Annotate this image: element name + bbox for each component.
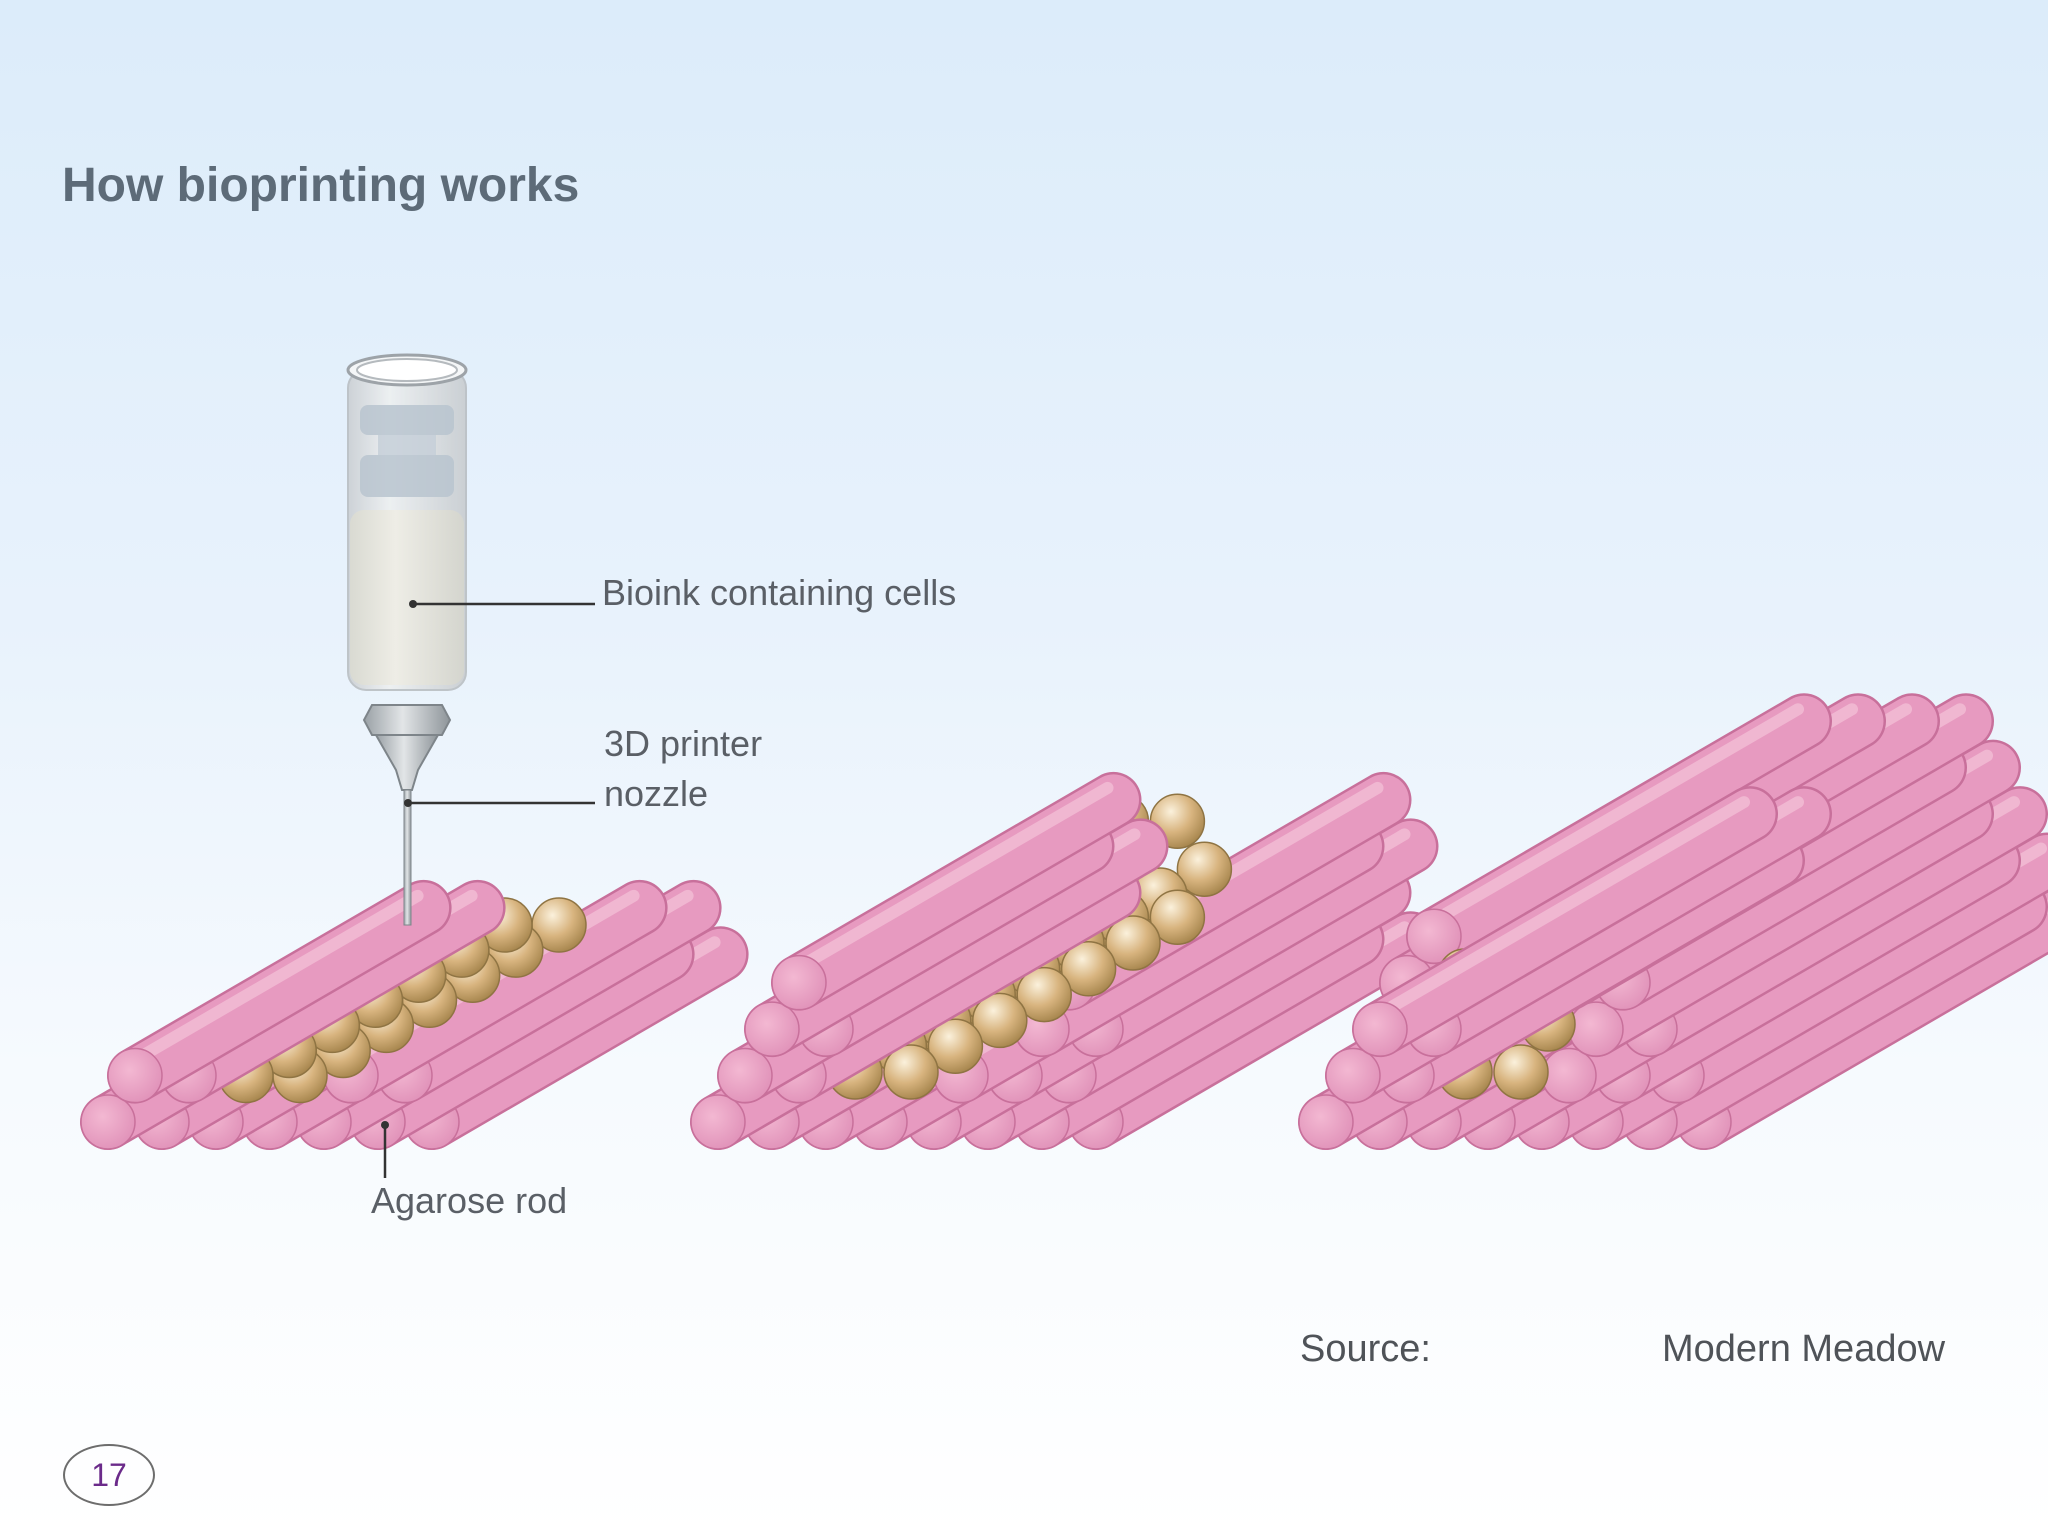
- agarose-rod: [107, 879, 452, 1104]
- cell-sphere: [1493, 1044, 1549, 1100]
- agarose-label: Agarose rod: [371, 1180, 567, 1221]
- bioink-fill: [350, 510, 464, 685]
- agarose-rod: [1352, 786, 1778, 1058]
- nozzle-cone: [374, 734, 440, 791]
- agarose-rod: [771, 771, 1142, 1011]
- plunger: [360, 405, 454, 497]
- nozzle-hub: [362, 704, 452, 736]
- nozzle-label-line1: 3D printer: [604, 723, 762, 764]
- cell-sphere: [927, 1018, 984, 1074]
- source-label: Source:: [1300, 1328, 1431, 1370]
- cell-sphere: [972, 992, 1028, 1049]
- nozzle-needle: [403, 789, 412, 926]
- cell-sphere: [1105, 915, 1161, 971]
- nozzle-label-line2: nozzle: [604, 773, 708, 814]
- cell-sphere: [1149, 889, 1206, 945]
- cell-sphere: [1016, 966, 1072, 1023]
- cell-sphere: [883, 1044, 939, 1100]
- printing-structure-stage-3: [1298, 693, 2048, 1150]
- agarose-rod: [1406, 693, 1832, 965]
- cell-sphere: [1176, 841, 1233, 897]
- page-title: How bioprinting works: [62, 159, 580, 212]
- cell-sphere: [1060, 941, 1117, 997]
- bioink-label: Bioink containing cells: [602, 572, 956, 613]
- source-name: Modern Meadow: [1662, 1328, 1946, 1370]
- page-number-badge: 17: [63, 1444, 155, 1506]
- printing-structure-stage-1: [80, 879, 749, 1150]
- printing-structure-stage-2: [690, 771, 1439, 1150]
- syringe: [346, 353, 468, 926]
